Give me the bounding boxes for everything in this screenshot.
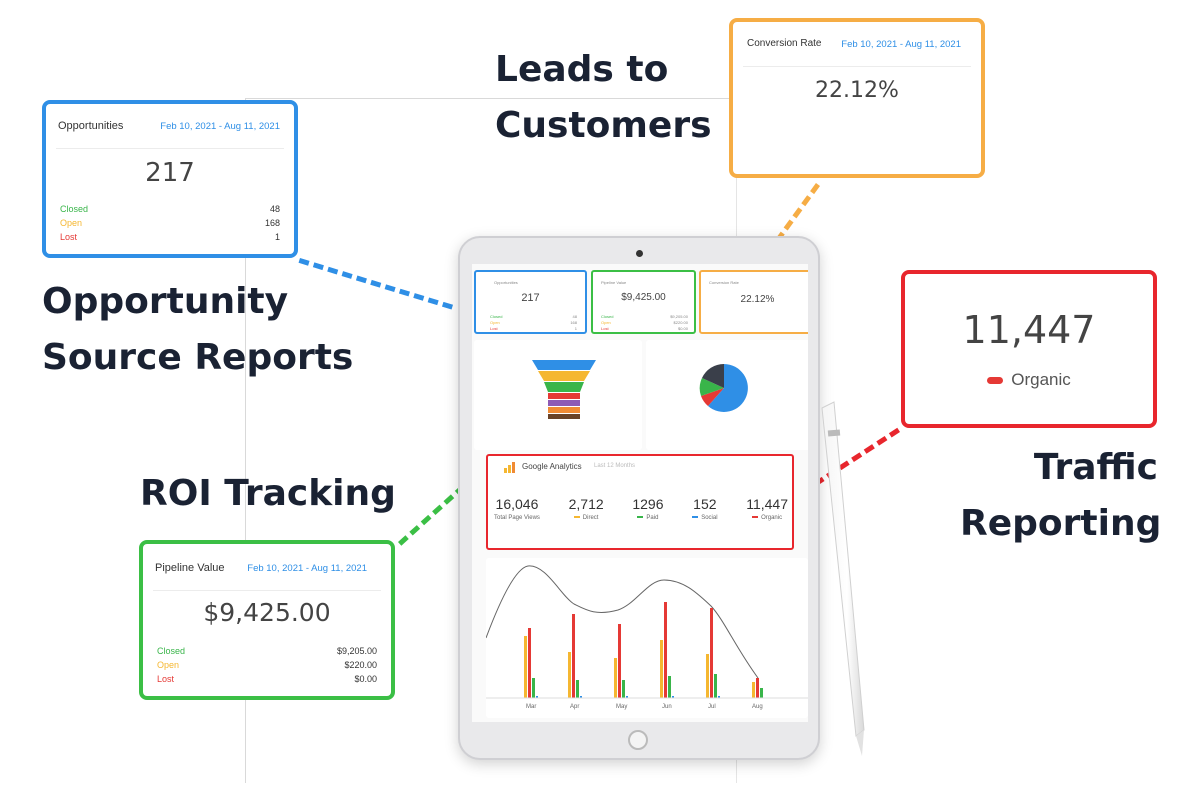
card-title: Opportunities [58, 120, 124, 132]
row-lost: Lost$0.00 [157, 674, 377, 684]
month-label: May [616, 704, 628, 710]
traffic-chart-panel: Mar Apr May Jun Jul Aug [485, 558, 808, 718]
date-range: Feb 10, 2021 - Aug 11, 2021 [247, 563, 367, 574]
pie-chart [699, 363, 748, 412]
mini-conversion-card[interactable]: Conversion Rate 22.12% [699, 270, 808, 334]
mini-value: 22.12% [740, 294, 775, 305]
date-range: Feb 10, 2021 - Aug 11, 2021 [841, 39, 961, 50]
analytics-stats: 16,046 Total Page Views 2,712 Direct 129… [494, 496, 788, 521]
divider [743, 66, 971, 67]
card-title: Pipeline Value [155, 562, 225, 574]
divider [56, 148, 284, 149]
organic-traffic-value: 11,447 [962, 308, 1096, 352]
traffic-legend: Organic [905, 370, 1153, 390]
analytics-title: Google Analytics [522, 462, 582, 471]
row-closed: Closed$9,205.00 [157, 646, 377, 656]
funnel-panel [474, 340, 642, 450]
stage-distribution-panel [646, 340, 808, 450]
traffic-combo-chart [485, 565, 808, 699]
divider [153, 590, 381, 591]
tablet-device: Opportunities 217 Closed 48 Open 168 Los… [458, 236, 820, 760]
stat-organic: 11,447 Organic [746, 496, 788, 521]
month-label: Apr [570, 704, 580, 710]
analytics-subtitle: Last 12 Months [594, 463, 636, 469]
pipeline-value: $9,425.00 [203, 598, 331, 627]
opportunities-value: 217 [145, 158, 195, 188]
stat-paid: 1296 Paid [632, 496, 664, 521]
mini-value: 217 [521, 292, 540, 304]
stylus-pencil [821, 401, 865, 756]
month-label: Aug [752, 704, 763, 710]
traffic-card[interactable]: 11,447 Organic [901, 270, 1157, 428]
organic-legend-swatch [987, 377, 1004, 385]
month-label: Mar [526, 704, 537, 710]
chart-bars [524, 602, 763, 698]
stat-social: 152 Social [692, 496, 718, 521]
funnel-chart [532, 360, 596, 419]
camera-icon [636, 250, 643, 257]
opportunities-card[interactable]: Opportunities Feb 10, 2021 - Aug 11, 202… [42, 100, 298, 258]
month-label: Jul [708, 704, 716, 710]
month-label: Jun [662, 704, 672, 710]
home-button[interactable] [628, 730, 648, 750]
mini-analytics-card[interactable]: Google Analytics Last 12 Months 16,046 T… [486, 454, 794, 550]
card-title: Conversion Rate [747, 38, 822, 49]
row-open: Open$220.00 [157, 660, 377, 670]
conversion-rate-value: 22.12% [815, 78, 899, 103]
mini-pipeline-card[interactable]: Pipeline Value $9,425.00 Closed $9,205.0… [591, 270, 696, 334]
conversion-rate-card[interactable]: Conversion Rate Feb 10, 2021 - Aug 11, 2… [729, 18, 985, 178]
mini-opportunities-card[interactable]: Opportunities 217 Closed 48 Open 168 Los… [474, 270, 587, 334]
stat-direct: 2,712 Direct [568, 496, 604, 521]
mini-title: Opportunities [494, 280, 518, 285]
date-range: Feb 10, 2021 - Aug 11, 2021 [160, 121, 280, 132]
roi-tracking-heading: ROI Tracking [140, 473, 396, 514]
google-analytics-icon [504, 462, 516, 473]
pipeline-value-card[interactable]: Pipeline Value Feb 10, 2021 - Aug 11, 20… [139, 540, 395, 700]
stat-total-page-views: 16,046 Total Page Views [494, 496, 540, 521]
mini-value: $9,425.00 [621, 292, 666, 303]
tablet-screen: Opportunities 217 Closed 48 Open 168 Los… [472, 264, 808, 722]
